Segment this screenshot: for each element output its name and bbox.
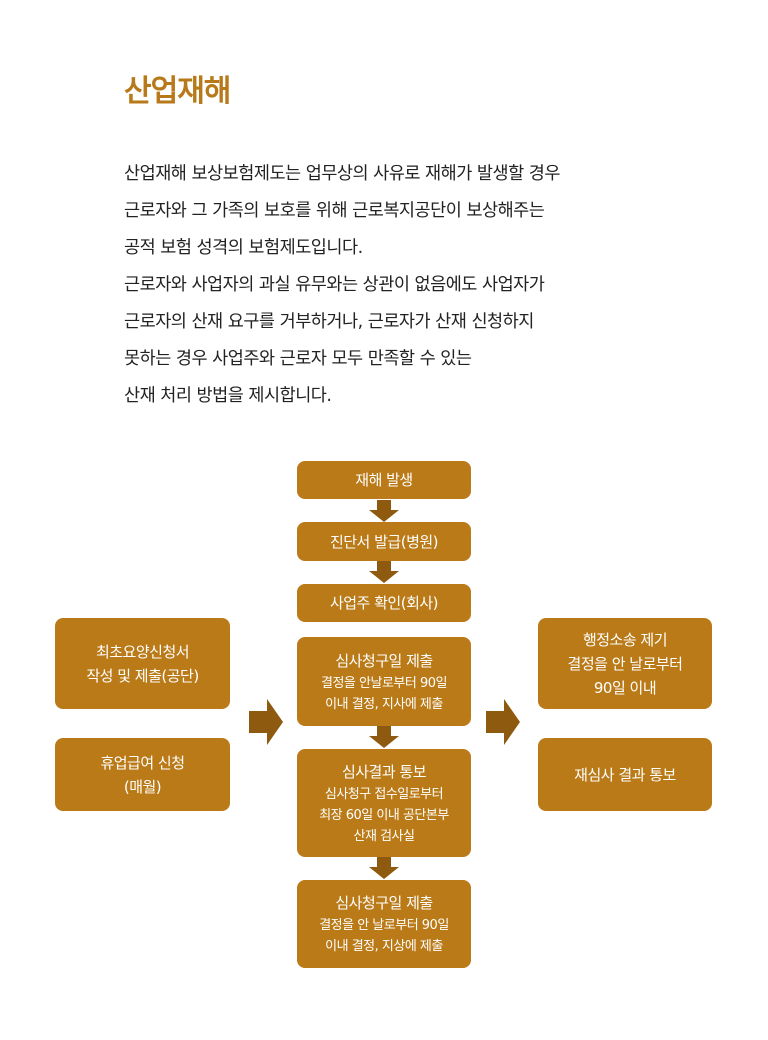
- paragraph-line: 공적 보험 성격의 보험제도입니다.: [124, 238, 363, 258]
- step-title: 진단서 발급(병원): [329, 532, 439, 551]
- flow-left-initial-care: 최초요양신청서 작성 및 제출(공단): [55, 618, 230, 709]
- arrow-down-icon: [369, 857, 399, 879]
- arrow-right-icon: [486, 699, 520, 745]
- step-text: 재심사 결과 통보: [574, 765, 676, 784]
- step-text: 결정을 안 날로부터: [567, 654, 683, 673]
- paragraph-line: 근로자와 그 가족의 보호를 위해 근로복지공단이 보상해주는: [124, 201, 545, 221]
- step-text: 최초요양신청서: [95, 642, 190, 661]
- paragraph-line: 근로자와 사업자의 과실 유무와는 상관이 없음에도 사업자가: [124, 275, 545, 295]
- page-title: 산업재해: [124, 74, 231, 109]
- paragraph-line: 근로자의 산재 요구를 거부하거나, 근로자가 산재 신청하지: [124, 312, 534, 332]
- flow-right-admin-lawsuit: 행정소송 제기 결정을 안 날로부터 90일 이내: [538, 618, 712, 709]
- arrow-right-icon: [249, 699, 283, 745]
- flow-right-rereview-result: 재심사 결과 통보: [538, 738, 712, 811]
- flow-step-review-request: 심사청구일 제출 결정을 안날로부터 90일 이내 결정, 지사에 제출: [297, 637, 471, 726]
- flow-step-review-request-2: 심사청구일 제출 결정을 안 날로부터 90일 이내 결정, 지상에 제출: [297, 880, 471, 968]
- step-detail: 이내 결정, 지사에 제출: [325, 696, 443, 712]
- step-detail: 이내 결정, 지상에 제출: [325, 939, 443, 954]
- step-detail: 심사청구 접수일로부터: [324, 786, 444, 802]
- flow-step-accident: 재해 발생: [297, 461, 471, 499]
- flow-left-leave-benefit: 휴업급여 신청 (매월): [55, 738, 230, 811]
- step-title: 심사청구일 제출: [335, 651, 433, 670]
- flow-step-diagnosis: 진단서 발급(병원): [297, 522, 471, 561]
- step-text: 작성 및 제출(공단): [86, 666, 199, 685]
- paragraph-line: 산재 처리 방법을 제시합니다.: [124, 386, 332, 406]
- step-text: (매월): [123, 777, 162, 796]
- arrow-down-icon: [369, 726, 399, 748]
- step-detail: 최장 60일 이내 공단본부: [319, 807, 449, 823]
- flow-step-employer-confirm: 사업주 확인(회사): [297, 584, 471, 622]
- flow-step-review-result: 심사결과 통보 심사청구 접수일로부터 최장 60일 이내 공단본부 산재 검사…: [297, 749, 471, 857]
- step-title: 심사청구일 제출: [335, 894, 433, 912]
- step-text: 90일 이내: [593, 678, 657, 697]
- step-title: 심사결과 통보: [341, 762, 427, 781]
- intro-paragraph: 산업재해 보상보험제도는 업무상의 사유로 재해가 발생할 경우 근로자와 그 …: [124, 156, 684, 415]
- arrow-down-icon: [369, 561, 399, 583]
- step-detail: 산재 검사실: [353, 828, 415, 844]
- paragraph-line: 못하는 경우 사업주와 근로자 모두 만족할 수 있는: [124, 349, 472, 369]
- step-text: 휴업급여 신청: [100, 753, 185, 772]
- step-title: 재해 발생: [355, 471, 413, 489]
- paragraph-line: 산업재해 보상보험제도는 업무상의 사유로 재해가 발생할 경우: [124, 164, 560, 184]
- step-text: 행정소송 제기: [582, 630, 668, 649]
- step-title: 사업주 확인(회사): [329, 594, 439, 612]
- arrow-down-icon: [369, 500, 399, 522]
- step-detail: 결정을 안날로부터 90일: [321, 675, 447, 691]
- step-detail: 결정을 안 날로부터 90일: [319, 918, 449, 933]
